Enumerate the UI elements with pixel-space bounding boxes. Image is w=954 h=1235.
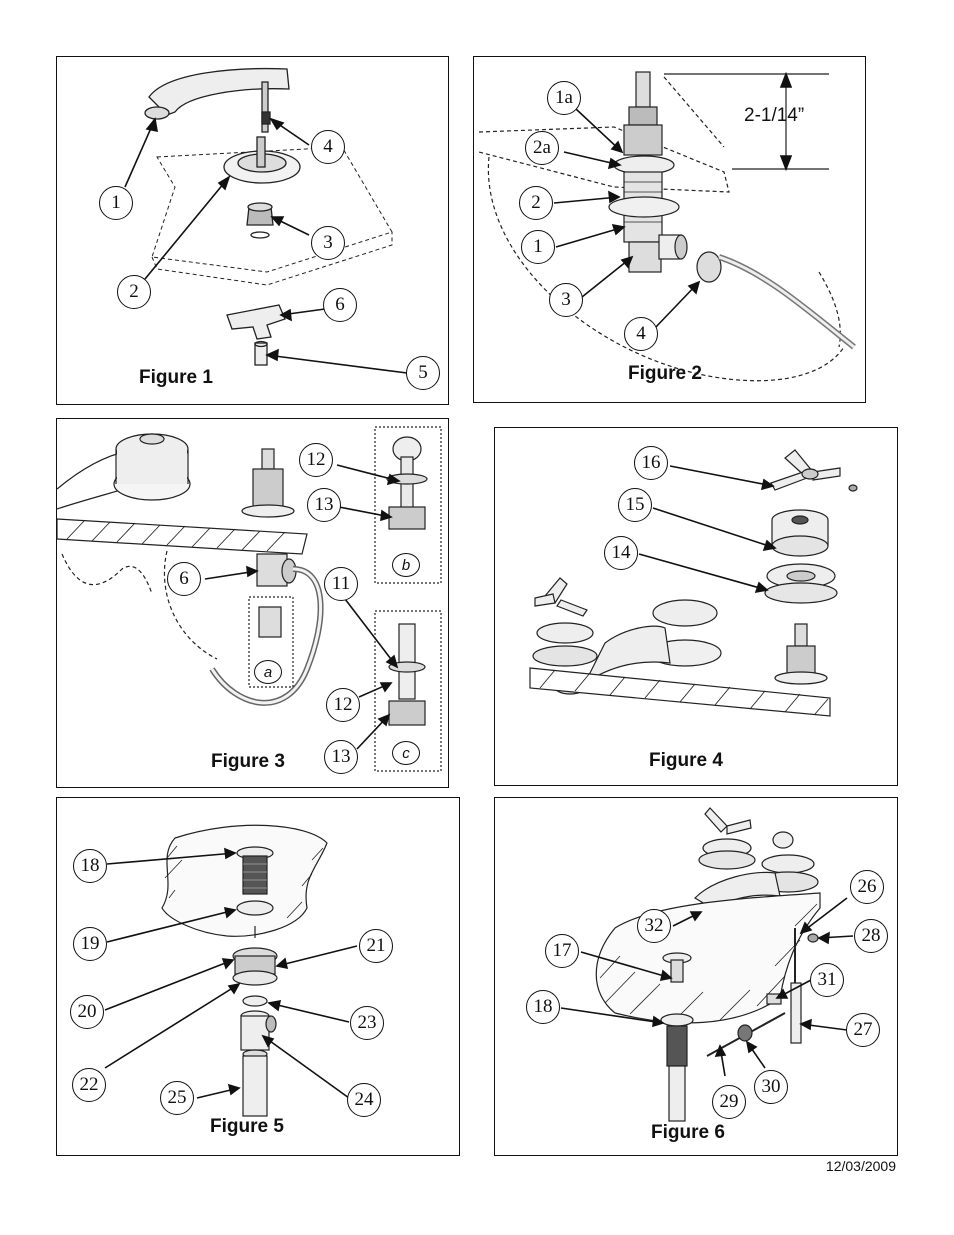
figure-1-title: Figure 1 [139,367,213,388]
figure-1-panel: 1 2 3 4 5 6 Figure 1 [56,56,449,405]
figure-5-panel: 18 19 20 21 22 23 24 25 Figure 5 [56,797,460,1156]
callout-1a: 1a [547,81,581,115]
figure-6-title: Figure 6 [651,1122,725,1143]
callout-2a: 2a [525,131,559,165]
figure-2-leader-lines [553,71,793,330]
figure-5-drawing [104,824,358,1117]
figure-6-leader-lines [560,897,854,1077]
figure-4-title: Figure 4 [649,750,723,771]
figure-3-title: Figure 3 [211,751,285,772]
callout-11: 11 [324,567,358,601]
callout-32: 32 [637,909,671,943]
callout-5: 5 [406,356,440,390]
figure-3-panel: 12 13 6 11 12 13 a b c Figure 3 [56,418,449,788]
dimension-label: 2-1/14” [744,105,805,126]
figure-2-title: Figure 2 [628,363,702,384]
callout-18: 18 [526,990,560,1024]
document-date: 12/03/2009 [825,1158,896,1174]
callout-17: 17 [545,934,579,968]
figure-1-leader-lines [124,117,408,374]
callout-2: 2 [117,275,151,309]
callout-23: 23 [350,1006,384,1040]
callout-15: 15 [618,488,652,522]
figure-2-drawing [478,71,856,382]
callout-19: 19 [73,927,107,961]
callout-26: 26 [850,870,884,904]
callout-25: 25 [160,1081,194,1115]
callout-29: 29 [712,1085,746,1119]
callout-21: 21 [359,929,393,963]
callout-13-bottom: 13 [324,740,358,774]
callout-6: 6 [167,562,201,596]
callout-24: 24 [347,1083,381,1117]
callout-6: 6 [323,288,357,322]
callout-1: 1 [99,186,133,220]
callout-2: 2 [519,186,553,220]
callout-12-bottom: 12 [326,688,360,722]
detail-label-a: a [254,660,282,684]
callout-3: 3 [311,226,345,260]
figure-6-panel: 17 18 32 26 28 31 27 29 30 Figure 6 [494,797,898,1156]
figure-1-drawing [124,67,408,374]
callout-28: 28 [854,919,888,953]
callout-13-top: 13 [307,488,341,522]
callout-16: 16 [634,446,668,480]
callout-1: 1 [521,230,555,264]
figure-4-drawing [529,449,858,717]
detail-label-c: c [392,741,420,765]
callout-4: 4 [624,317,658,351]
callout-20: 20 [70,995,104,1029]
figure-4-leader-lines [638,465,777,594]
detail-label-b: b [392,553,420,577]
callout-14: 14 [604,536,638,570]
figure-4-panel: 16 15 14 Figure 4 [494,427,898,786]
figure-2-panel: 1a 2a 2 1 3 4 2-1/14” Figure 2 [473,56,866,403]
figure-5-leader-lines [104,847,358,1099]
callout-4: 4 [311,130,345,164]
callout-31: 31 [810,963,844,997]
callout-3: 3 [549,283,583,317]
callout-27: 27 [846,1013,880,1047]
figure-3-leader-lines [204,464,401,750]
figure-3-drawing [57,426,442,772]
figure-5-title: Figure 5 [210,1116,284,1137]
callout-30: 30 [754,1070,788,1104]
callout-22: 22 [72,1068,106,1102]
callout-18: 18 [73,849,107,883]
callout-12-top: 12 [299,443,333,477]
